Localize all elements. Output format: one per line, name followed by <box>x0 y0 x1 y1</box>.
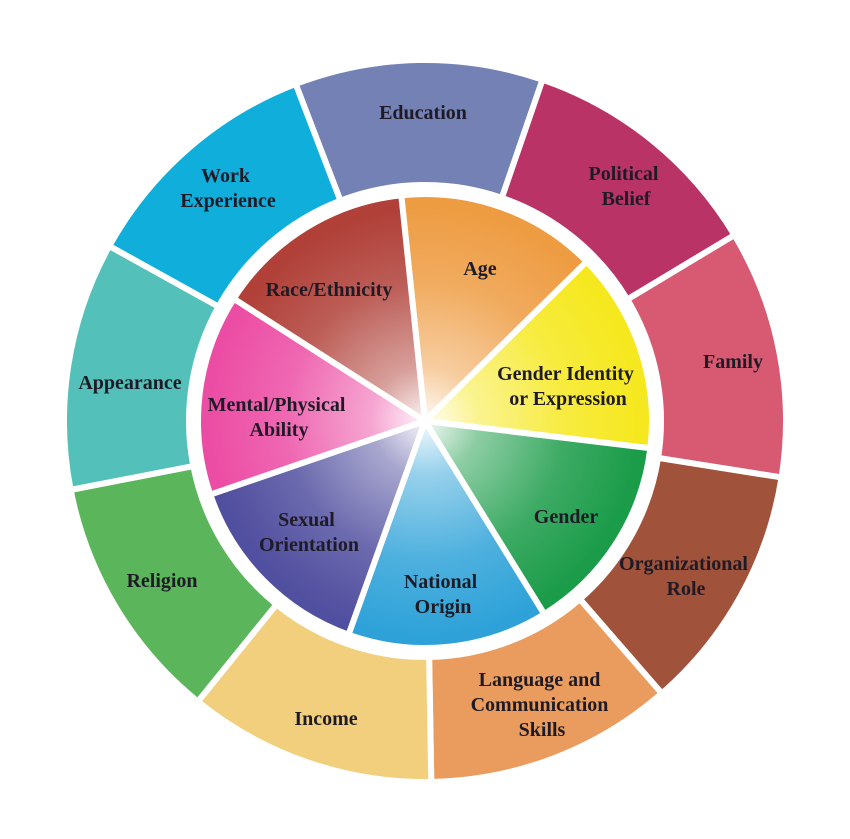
label-gender: Gender <box>534 506 599 528</box>
inner-labels: Age Gender Identity or Expression Gender… <box>208 258 639 618</box>
label-political-belief: Political Belief <box>589 163 664 210</box>
label-race-ethnicity: Race/Ethnicity <box>266 279 393 301</box>
label-work-experience: Work Experience <box>180 165 276 212</box>
label-income: Income <box>294 708 357 730</box>
label-sexual-orientation: Sexual Orientation <box>259 509 359 556</box>
label-education: Education <box>379 102 467 124</box>
label-language-communication-skills: Language and Communication Skills <box>471 669 614 741</box>
label-appearance: Appearance <box>78 372 181 394</box>
label-organizational-role: Organizational Role <box>619 553 753 600</box>
label-gender-identity: Gender Identity or Expression <box>497 363 639 410</box>
label-age: Age <box>463 258 496 280</box>
label-mental-physical-ability: Mental/Physical Ability <box>208 394 351 441</box>
label-national-origin: National Origin <box>404 571 482 618</box>
outer-labels: Education Political Belief Family Organi… <box>78 102 763 741</box>
label-religion: Religion <box>126 570 197 592</box>
label-family: Family <box>703 351 763 373</box>
